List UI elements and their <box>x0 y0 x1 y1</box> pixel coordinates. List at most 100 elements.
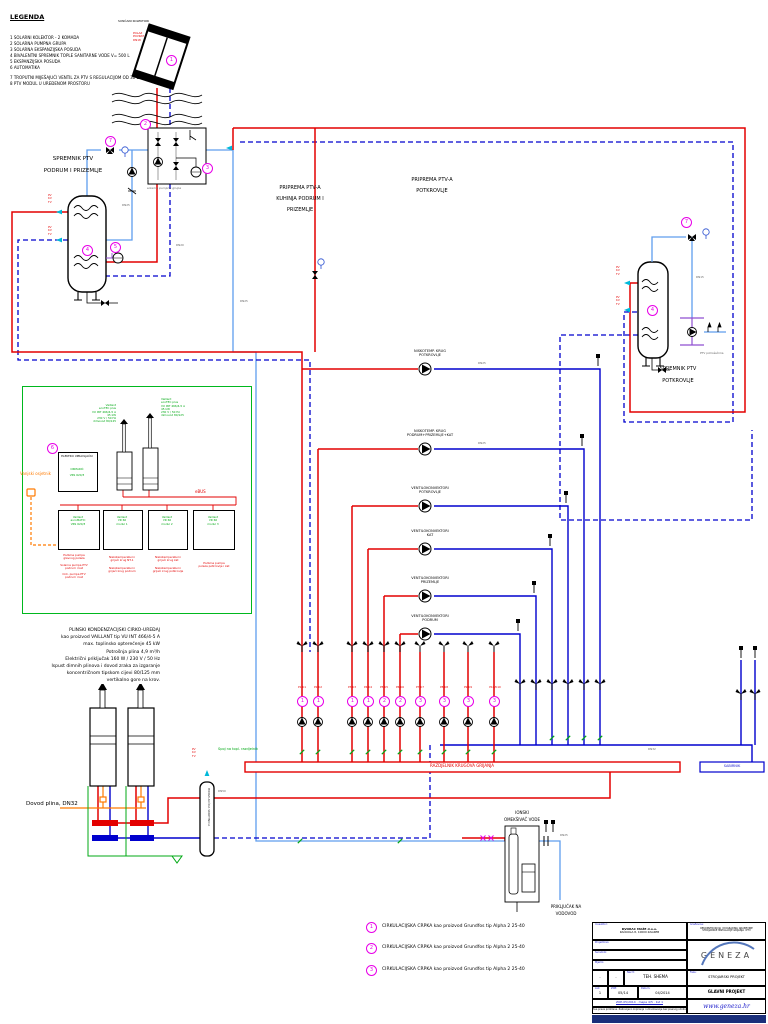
tb-scale-cell: Mjerilo: - <box>592 960 687 970</box>
zone-kitchen-1: PRIPREMA PTV-A <box>279 185 321 191</box>
tb-building-1: REKONSTRUKCIJA I DOGRADNJA GRAĐEVINE <box>700 926 753 930</box>
tb-investor-2: RAČKOGA 8, 10000 ZAGREB <box>619 930 660 935</box>
legend-item: 5 EKSPANZIJSKA POSUDA <box>10 59 61 64</box>
tb-web-cell: www.geneza.hr <box>687 999 766 1014</box>
riser-pumps <box>297 717 499 727</box>
tb-phase: STROJARSKI PROJEKT <box>708 974 745 979</box>
control-cabinet <box>58 452 98 492</box>
riser-tag: P1/K1 <box>297 685 307 689</box>
circulation-pump-icon <box>127 167 137 177</box>
tb-drawing: TEH. SHEMA <box>643 973 668 979</box>
right-station-title2: POTKROVLJE <box>662 378 694 384</box>
return-manifold-label: SABIRNIK <box>723 764 741 768</box>
tb-date: 04/2014 <box>655 990 670 995</box>
tb-list: 1 <box>598 990 602 995</box>
zone-kitchen-2: KUHINJA PODRUM I <box>276 196 324 202</box>
tb-type: GLAVNI PROJEKT <box>707 989 746 994</box>
riser-badge: 1 <box>313 696 324 707</box>
thermometer-icon <box>702 228 710 240</box>
badge-automation: 6 <box>47 443 58 454</box>
tb-cell-b: - <box>608 970 624 986</box>
drain-valve-icon <box>101 300 109 306</box>
pipes-return-dashed <box>17 88 753 839</box>
tb-ref: ZOP-05/2014 · mapa 4/5 · list 1 <box>616 1000 663 1004</box>
note-badge-2: 2 <box>366 943 377 954</box>
roof-break <box>111 92 203 126</box>
solar-pump-group <box>147 127 207 185</box>
mixer-left <box>106 146 137 195</box>
dn-label: DN25 <box>122 203 130 207</box>
thermometer-icon <box>121 146 129 158</box>
pump-icon <box>153 157 163 167</box>
ebus-label: eBUS <box>195 489 206 494</box>
left-station-title2: PODRUM I PRIZEMLJE <box>43 168 103 174</box>
legend-item: 8 PTV MODUL U UREĐENOM PROSTORU <box>10 81 90 86</box>
tb-drawing-cell: Nacrt: TEH. SHEMA <box>624 970 687 986</box>
hydraulic-separator <box>199 781 215 857</box>
tb-investor-1: DVORAC MAŽE d.o.o. <box>621 926 658 931</box>
panel-boilers <box>116 413 159 491</box>
automation-box <box>22 386 252 614</box>
riser-badge: 2 <box>379 696 390 707</box>
left-station-title: SPREMNIK PTV <box>52 156 94 162</box>
badge-mixer-left: 7 <box>105 136 116 147</box>
badge-expansion: 5 <box>110 242 121 253</box>
riser-valves <box>296 640 761 701</box>
boilers <box>89 684 155 787</box>
tb-building-2: STROJARSKE INSTALACIJE GRIJANJA I PTV <box>702 929 751 933</box>
dn-label: DN20 <box>176 243 184 247</box>
badge-solar-expansion: 3 <box>202 163 213 174</box>
badge-mixer-right: 7 <box>681 217 692 228</box>
badge-tank-left: 4 <box>82 245 93 256</box>
tank-right <box>637 236 686 373</box>
gas-supply-label: Dovod plina, DN32 <box>26 801 78 807</box>
expansion-vessel-icon <box>190 166 202 178</box>
riser-badge: 1 <box>363 696 374 707</box>
tb-ref-cell: ZOP-05/2014 · mapa 4/5 · list 1 <box>592 999 687 1007</box>
dn-label: DN25 <box>478 361 486 365</box>
riser-badge: 3 <box>463 696 474 707</box>
tb-logo-cell: GENEZA <box>687 940 766 970</box>
geneza-arc <box>701 941 755 966</box>
note-badge-1: 1 <box>366 922 377 933</box>
solar-stack: POLAZ POVRAT DN18 <box>133 31 144 42</box>
riser-badge: 3 <box>439 696 450 707</box>
dn-label: DN15 <box>696 275 704 279</box>
water-supply-label-2: VODOVOD <box>555 911 577 916</box>
dn-label: DN25 <box>478 441 486 445</box>
legend-title: LEGENDA <box>10 13 45 21</box>
dn-label: DN25 <box>560 833 568 837</box>
control-cabinet-title: ELEKTRO UPRAVLJAČKI <box>61 454 93 458</box>
mixer-right <box>687 228 722 337</box>
riser-tag: P5/K5 <box>379 685 389 689</box>
pipes-supply <box>11 88 746 841</box>
tb-fineprint: Sva prava pridržana. Zabranjeno kopiranj… <box>593 1008 687 1011</box>
ptv-out-label: PTV potrošačima <box>700 351 724 355</box>
supply-manifold-label: RAZDJELNIK KRUGOVA GRIJANJA <box>430 763 494 768</box>
control-cabinet-sub: ORMARIĆ <box>70 467 84 471</box>
pipes-return <box>92 368 765 841</box>
softener-label-2: OMEKŠIVAČ VODE <box>503 817 541 822</box>
legend-item: 3 SOLARNA EKSPANZIJSKA POSUDA <box>10 47 81 52</box>
softener-label-1: IONSKI <box>515 810 529 815</box>
separator-label: HIDRAULIČKA SKRETNICA <box>207 788 211 827</box>
kitchen-module <box>312 258 325 279</box>
badge-tank-right: 4 <box>647 305 658 316</box>
riser-badge: 1 <box>347 696 358 707</box>
circulation-pump-icon <box>687 327 697 337</box>
tb-zop-cell: ZOP: 05/14 <box>608 986 638 999</box>
riser-tag: P9/K9 <box>463 685 473 689</box>
legend-item: 1 SOLARNI KOLEKTOR - 2 KOMADA <box>10 35 80 40</box>
